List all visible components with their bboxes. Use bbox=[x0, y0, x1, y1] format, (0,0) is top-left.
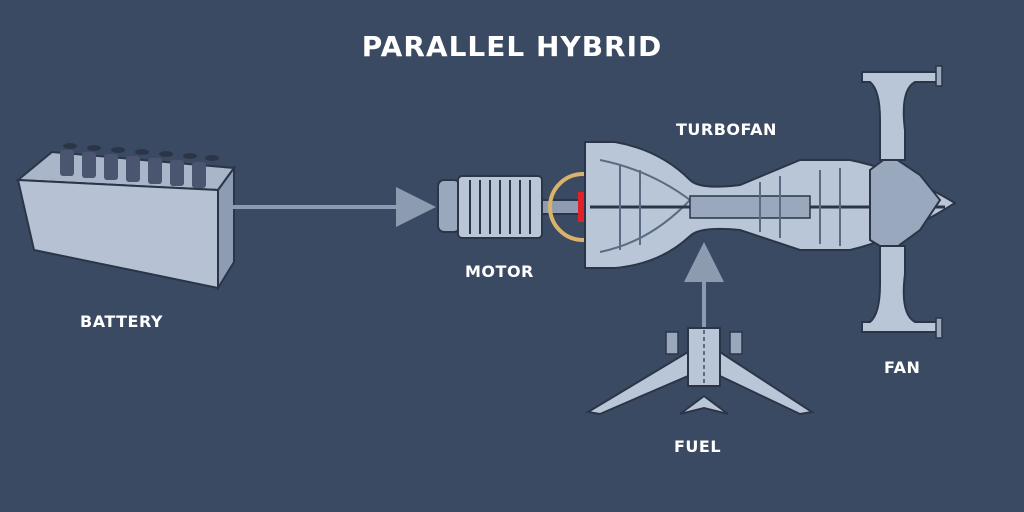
fan-icon bbox=[861, 65, 943, 339]
motor-label: MOTOR bbox=[465, 262, 534, 281]
aircraft-icon bbox=[585, 327, 815, 416]
battery-label: BATTERY bbox=[80, 312, 163, 331]
coupling-marker bbox=[578, 192, 585, 222]
turbofan-engine-icon bbox=[584, 141, 957, 269]
battery-icon bbox=[15, 143, 236, 292]
fuel-label: FUEL bbox=[674, 437, 722, 456]
fan-label: FAN bbox=[884, 358, 921, 377]
turbofan-label: TURBOFAN bbox=[676, 120, 777, 139]
diagram-title: PARALLEL HYBRID bbox=[361, 30, 663, 63]
